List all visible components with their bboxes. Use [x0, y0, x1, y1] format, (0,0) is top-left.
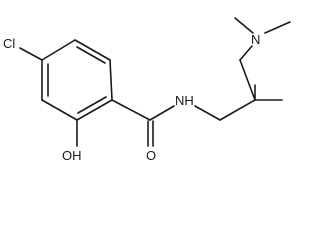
methylene-quaternary-bond [219, 99, 256, 121]
amine-methyl-left [234, 17, 254, 34]
ring-bond-6 [41, 39, 76, 61]
ring-bond-2 [109, 59, 113, 101]
ring-bond-4 [41, 99, 78, 121]
ring-bond-3 [76, 99, 113, 121]
ring-bond-3-inner [77, 96, 107, 114]
chlorine-label: Cl [3, 36, 15, 51]
amine-methyl-right [264, 21, 291, 34]
hydroxyl-label: OH [62, 148, 82, 163]
dimethylamino-nitrogen-label: N [251, 32, 260, 47]
carbonyl-nitrogen-bond [149, 105, 175, 121]
amide-nitrogen-label: NH [175, 93, 194, 108]
ring-carbonyl-bond [111, 99, 151, 121]
ring-bond-1-inner [76, 46, 106, 64]
methylene-amine-bond [239, 45, 253, 61]
benzene-ring [41, 39, 113, 121]
quaternary-methylene-bond [239, 59, 256, 101]
carbonyl-oxygen-label: O [146, 148, 156, 163]
molecule-canvas: Cl OH O NH N [3, 17, 291, 163]
structure-diagram: Cl OH O NH N [3, 17, 291, 163]
nitrogen-methylene-bond [194, 105, 221, 121]
c-cl-bond [19, 47, 43, 61]
ring-bond-1 [74, 39, 111, 61]
